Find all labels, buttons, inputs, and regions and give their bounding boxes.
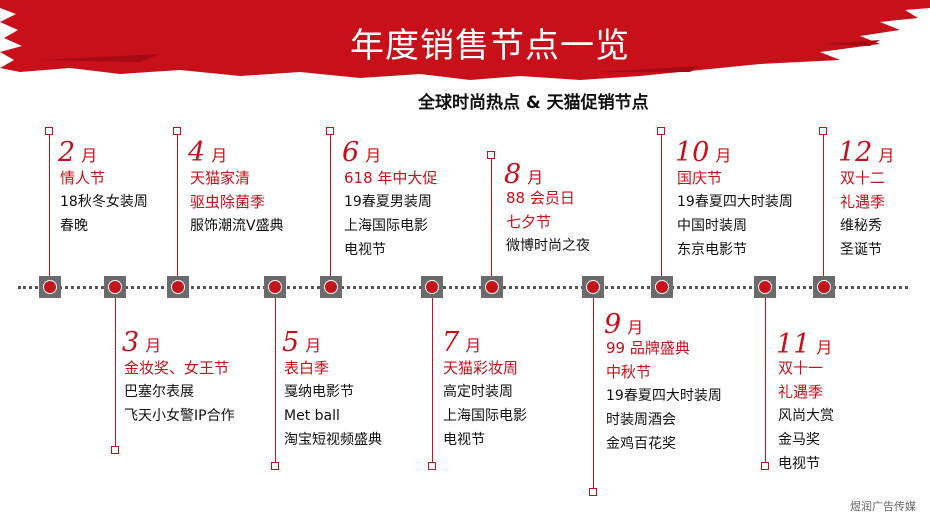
connector-end-marker [45,127,53,135]
highlight-event: 情人节 [60,166,148,190]
timeline-node [264,276,286,298]
connector-end-marker [589,488,597,496]
credit-text: 煜润广告传媒 [850,498,916,514]
month-events: 表白季 戛纳电影节 Met ball 淘宝短视频盛典 [284,356,382,452]
connector-line [330,135,331,277]
event-item: 19春夏四大时装周 [606,384,722,408]
highlight-event: 礼遇季 [840,190,885,214]
event-item: 高定时装周 [443,380,527,404]
highlight-event: 金妆奖、女王节 [124,356,235,380]
event-item: 时装周酒会 [606,408,722,432]
highlight-event: 驱虫除菌季 [190,190,284,214]
timeline-node [651,276,673,298]
timeline-node [320,276,342,298]
highlight-event: 七夕节 [506,210,590,234]
highlight-event: 国庆节 [677,166,793,190]
timeline-node [813,276,835,298]
connector-line [765,298,766,462]
timeline-node [167,276,189,298]
month-events: 天猫家清 驱虫除菌季 服饰潮流V盛典 [190,166,284,238]
event-item: 金马奖 [778,428,834,452]
event-item: 风尚大赏 [778,404,834,428]
highlight-event: 中秋节 [606,360,722,384]
connector-end-marker [271,462,279,470]
event-item: 电视节 [778,452,834,476]
connector-line [661,135,662,277]
connector-line [177,135,178,277]
connector-end-marker [173,127,181,135]
highlight-event: 表白季 [284,356,382,380]
month-events: 99 品牌盛典 中秋节 19春夏四大时装周 时装周酒会 金鸡百花奖 [606,336,722,456]
connector-line [491,159,492,277]
connector-line [432,298,433,462]
connector-end-marker [111,446,119,454]
connector-end-marker [326,127,334,135]
month-events: 金妆奖、女王节 巴塞尔表展 飞天小女警IP合作 [124,356,235,428]
connector-end-marker [761,462,769,470]
timeline-node [421,276,443,298]
timeline-node [754,276,776,298]
month-events: 天猫彩妆周 高定时装周 上海国际电影 电视节 [443,356,527,452]
connector-end-marker [487,151,495,159]
event-item: 巴塞尔表展 [124,380,235,404]
highlight-event: 双十二 [840,166,885,190]
timeline-node [582,276,604,298]
month-events: 双十一 礼遇季 风尚大赏 金马奖 电视节 [778,356,834,476]
connector-line [823,135,824,277]
highlight-event: 天猫家清 [190,166,284,190]
event-item: 18秋冬女装周 [60,190,148,214]
month-events: 88 会员日 七夕节 微博时尚之夜 [506,186,590,258]
highlight-event: 天猫彩妆周 [443,356,527,380]
event-item: 淘宝短视频盛典 [284,428,382,452]
highlight-event: 礼遇季 [778,380,834,404]
connector-end-marker [819,127,827,135]
event-item: Met ball [284,404,382,428]
event-item: 圣诞节 [840,238,885,262]
event-item: 电视节 [443,428,527,452]
page-subtitle: 全球时尚热点 & 天猫促销节点 [418,88,649,113]
highlight-event: 618 年中大促 [344,166,437,190]
timeline-node [481,276,503,298]
event-item: 电视节 [344,238,437,262]
connector-line [115,298,116,446]
event-item: 上海国际电影 [443,404,527,428]
connector-end-marker [428,462,436,470]
month-events: 情人节 18秋冬女装周 春晚 [60,166,148,238]
event-item: 东京电影节 [677,238,793,262]
connector-line [275,298,276,462]
event-item: 19春夏四大时装周 [677,190,793,214]
timeline-node [39,276,61,298]
month-events: 双十二 礼遇季 维秘秀 圣诞节 [840,166,885,262]
event-item: 服饰潮流V盛典 [190,214,284,238]
timeline-node [104,276,126,298]
connector-line [593,298,594,488]
event-item: 上海国际电影 [344,214,437,238]
highlight-event: 双十一 [778,356,834,380]
page-title: 年度销售节点一览 [300,18,680,67]
highlight-event: 99 品牌盛典 [606,336,722,360]
month-events: 618 年中大促 19春夏男装周 上海国际电影 电视节 [344,166,437,262]
month-events: 国庆节 19春夏四大时装周 中国时装周 东京电影节 [677,166,793,262]
event-item: 维秘秀 [840,214,885,238]
highlight-event: 88 会员日 [506,186,590,210]
event-item: 金鸡百花奖 [606,432,722,456]
event-item: 19春夏男装周 [344,190,437,214]
connector-line [49,135,50,277]
event-item: 中国时装周 [677,214,793,238]
event-item: 微博时尚之夜 [506,234,590,258]
event-item: 戛纳电影节 [284,380,382,404]
event-item: 春晚 [60,214,148,238]
connector-end-marker [657,127,665,135]
event-item: 飞天小女警IP合作 [124,404,235,428]
